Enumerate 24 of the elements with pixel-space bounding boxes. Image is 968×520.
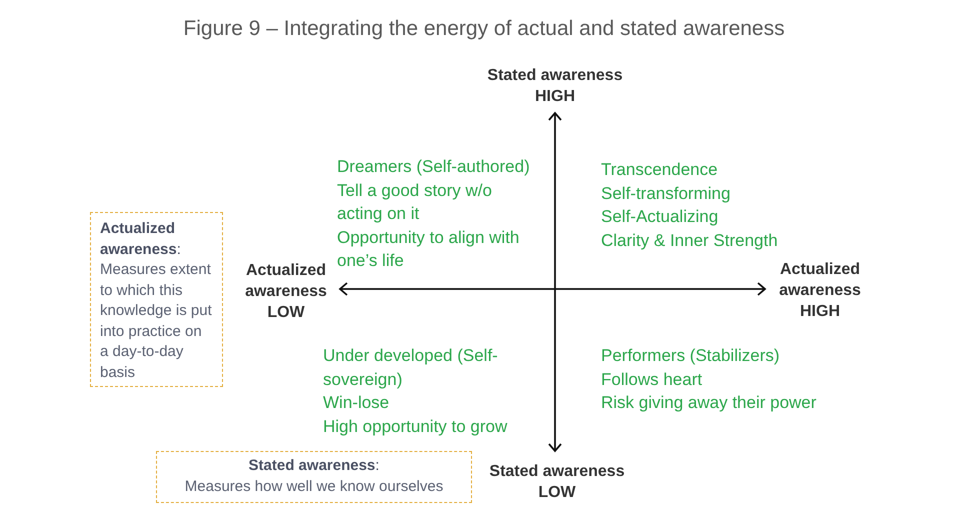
quadrant-text: Self-Actualizing [601,206,718,228]
axis-label: Actualized awareness HIGH [778,260,862,322]
quadrant-text: Self-transforming [601,182,730,204]
definition-box [156,451,472,503]
quadrant-text: Performers (Stabilizers) [601,345,780,367]
quadrant-text: Dreamers (Self-authored) [337,156,530,178]
definition-term: Actualized awareness: [100,219,182,260]
quadrant-text: Risk giving away their power [601,392,816,414]
quadrant-text: Opportunity to align with one’s life [337,226,520,272]
quadrant-text: Under developed (Self-sovereign) [323,345,499,390]
quadrant-text: Follows heart [601,368,702,390]
definition-term: Stated awareness: [248,456,380,476]
quadrant-text: Transcendence [601,159,718,181]
axis-label: Stated awareness HIGH [486,66,624,107]
definition-text: Measures how well we know ourselves [184,476,444,496]
definition-box [90,212,223,387]
axis-label: Actualized awareness LOW [244,261,328,323]
definition-text: Measures extent to which this knowledge is put into practice on a day-to-day basis [100,260,213,382]
quadrant-text: Clarity & Inner Strength [601,230,778,252]
quadrant-text: Tell a good story w/o acting on it [337,180,493,225]
quadrant-text: Win-lose [323,392,390,414]
axis-label: Stated awareness LOW [488,462,626,503]
figure-title: Figure 9 – Integrating the energy of actual and stated awareness [182,17,786,41]
quadrant-text: High opportunity to grow [323,416,508,438]
